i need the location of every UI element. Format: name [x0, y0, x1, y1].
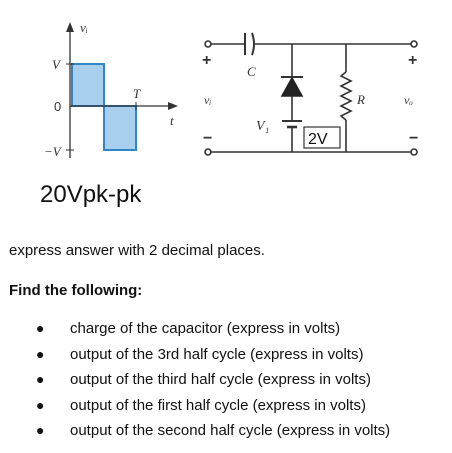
- level-zero-label: 0: [54, 99, 61, 114]
- diode-icon: [280, 76, 304, 97]
- source-label: V₁: [256, 119, 269, 134]
- resistor-icon: [339, 71, 353, 121]
- input-top-terminal: [204, 40, 212, 48]
- list-item: ● output of the 3rd half cycle (express i…: [36, 344, 390, 370]
- bullet-icon: ●: [36, 320, 45, 336]
- clamper-circuit: [204, 32, 418, 156]
- bullet-icon: ●: [36, 371, 45, 387]
- question-text: output of the first half cycle (express …: [70, 396, 366, 414]
- y-axis-arrow: [66, 22, 74, 32]
- input-label: vᵢ: [204, 93, 211, 107]
- input-waveform: vᵢ V 0 −V T t: [44, 20, 178, 159]
- time-label: t: [170, 113, 174, 128]
- list-item: ● output of the third half cycle (express…: [36, 369, 390, 395]
- level-pos-label: V: [52, 57, 62, 72]
- input-plus-label: +: [202, 52, 211, 69]
- negative-half-pulse: [103, 105, 137, 151]
- question-list: ● charge of the capacitor (express in vol…: [36, 318, 390, 446]
- resistor-label: R: [356, 92, 365, 107]
- period-label: T: [133, 86, 141, 101]
- capacitor-label: C: [247, 64, 256, 79]
- peak-to-peak-spec: 20Vpk-pk: [40, 181, 142, 208]
- list-item: ● output of the second half cycle (expres…: [36, 420, 390, 446]
- question-text: output of the second half cycle (express…: [70, 422, 391, 439]
- source-value-label: 2V: [308, 131, 328, 148]
- list-item: ● output of the first half cycle (express…: [36, 395, 390, 421]
- capacitor-plate-right: [251, 32, 255, 56]
- output-label: vₒ: [404, 93, 413, 107]
- question-text: output of the third half cycle (express …: [70, 371, 371, 388]
- list-item: ● charge of the capacitor (express in vol…: [36, 318, 390, 344]
- waveform-y-label: vᵢ: [80, 20, 88, 35]
- answer-format-note: express answer with 2 decimal places.: [9, 242, 265, 259]
- output-plus-label: +: [408, 52, 417, 69]
- bullet-icon: ●: [36, 396, 45, 413]
- time-axis-arrow: [168, 102, 178, 110]
- input-minus-label: −: [203, 130, 212, 147]
- output-minus-label: −: [409, 130, 418, 147]
- output-top-terminal: [410, 40, 418, 48]
- output-bottom-terminal: [410, 148, 418, 156]
- source-value-box: [303, 126, 341, 149]
- bullet-icon: ●: [36, 345, 45, 362]
- problem-figure: vᵢ V 0 −V T t + −: [44, 20, 418, 159]
- level-neg-label: −V: [44, 144, 63, 159]
- question-text: charge of the capacitor (express in volt…: [70, 320, 341, 337]
- bullet-icon: ●: [36, 422, 45, 438]
- find-heading: Find the following:: [9, 282, 143, 299]
- input-bottom-terminal: [204, 148, 212, 156]
- positive-half-pulse: [71, 63, 105, 107]
- question-text: output of the 3rd half cycle (express in…: [70, 345, 364, 363]
- circuit-labels: + − vᵢ C V₁ 2V R + − vₒ: [202, 52, 418, 148]
